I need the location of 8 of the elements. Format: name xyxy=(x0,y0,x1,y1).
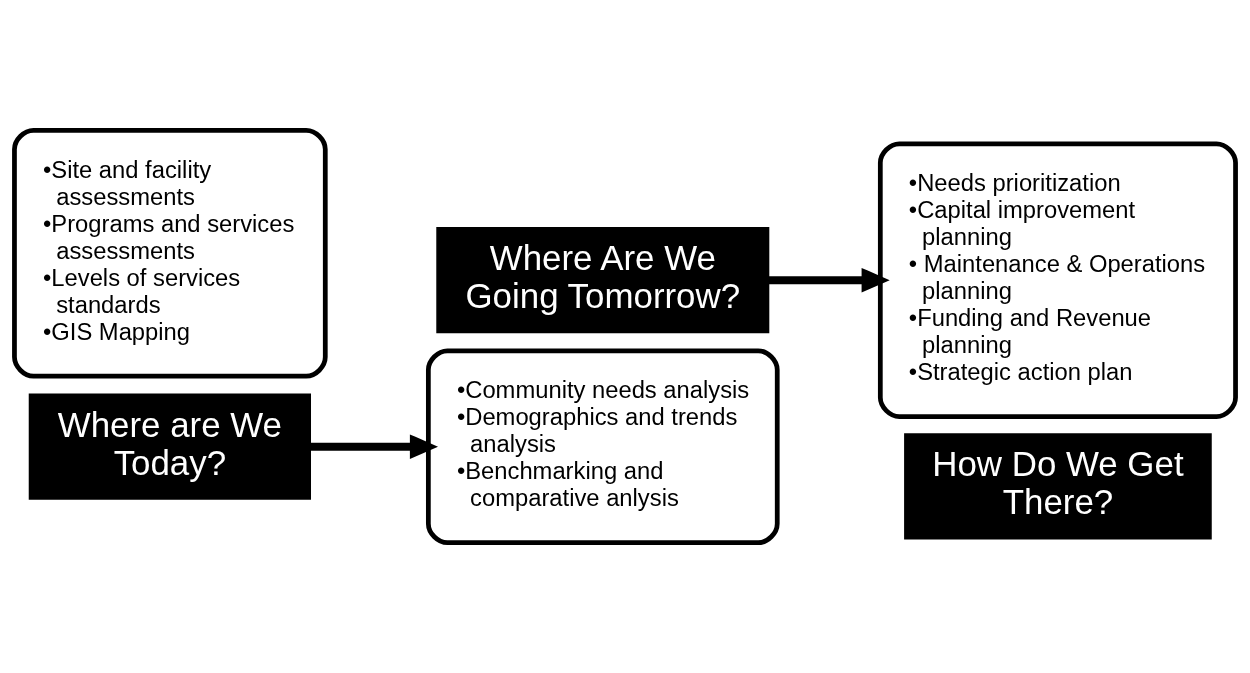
arrow xyxy=(768,267,890,293)
node-box: •Community needs analysis •Demographics and trends analysis •Benchmarking and comparative anlysis xyxy=(426,348,780,546)
node-box: •Needs prioritization •Capital improvement planning • Maintenance & Operations planning •Funding and Revenue planning •Strategic action plan xyxy=(877,141,1238,419)
arrow xyxy=(310,434,438,460)
node-box: Where are We Today? xyxy=(28,393,311,500)
node-box: How Do We Get There? xyxy=(904,433,1212,540)
node-box: •Site and facility assessments •Programs and services assessments •Levels of services standards •GIS Mapping xyxy=(12,127,328,379)
node-box: Where Are We Going Tomorrow? xyxy=(436,227,770,334)
